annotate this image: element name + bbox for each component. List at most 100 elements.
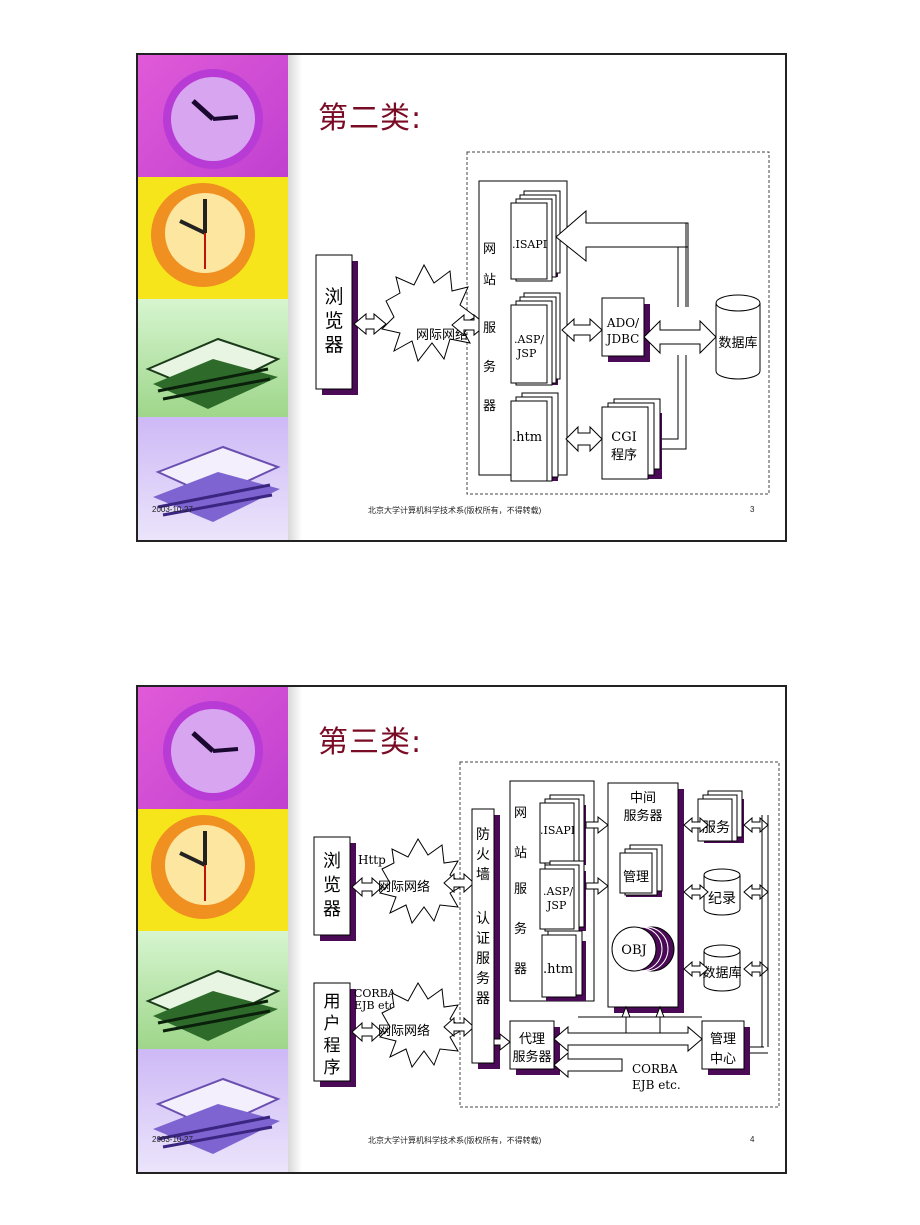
web-server-label: 网 [483, 242, 496, 257]
htm-pages: .htm [510, 392, 559, 482]
svg-text:.ISAPI: .ISAPI [540, 824, 575, 837]
book-image [138, 931, 288, 1049]
book-image [138, 417, 288, 540]
isapi-pages: .ISAPI [539, 794, 586, 866]
proxy-server-box [509, 1020, 555, 1070]
svg-text:序: 序 [324, 1058, 341, 1078]
svg-text:程: 程 [324, 1036, 341, 1056]
svg-text:代理: 代理 [519, 1032, 545, 1047]
request-arrow [555, 209, 689, 263]
svg-text:纪录: 纪录 [708, 891, 736, 907]
clock-image [138, 177, 288, 299]
connector-lines [578, 1016, 702, 1033]
svg-text:.htm: .htm [543, 962, 573, 977]
internet-cloud [381, 263, 477, 363]
user-program-box [313, 982, 351, 1082]
svg-text:器: 器 [514, 962, 527, 977]
asp-pages: .ASP/ JSP [539, 860, 586, 932]
web-server-label: 服 [483, 321, 496, 336]
svg-text:数据库: 数据库 [702, 965, 741, 981]
svg-text:JSP: JSP [516, 347, 537, 360]
svg-text:服务器: 服务器 [623, 808, 662, 824]
book-image [138, 1049, 288, 1172]
corba-label: CORBA [632, 1062, 678, 1076]
browser-label: 器 [324, 334, 343, 356]
svg-text:ADO/: ADO/ [606, 316, 640, 330]
decorative-image-strip [138, 687, 288, 1172]
svg-text:认: 认 [476, 911, 490, 927]
mgmt-center-box [701, 1020, 745, 1070]
arrow [493, 1032, 511, 1052]
svg-text:务: 务 [476, 971, 490, 987]
svg-text:.ASP/: .ASP/ [543, 885, 573, 898]
svg-text:用: 用 [324, 992, 341, 1012]
database-cylinder: 数据库 [702, 944, 742, 992]
htm-pages: .htm [541, 930, 586, 1001]
svg-text:中间: 中间 [630, 791, 656, 806]
browser-label: 浏 [324, 286, 343, 308]
svg-text:.htm: .htm [512, 430, 542, 445]
svg-text:墙: 墙 [476, 867, 490, 883]
asp-pages: .ASP/ JSP [510, 292, 561, 386]
clock-image [138, 55, 288, 177]
double-arrow [351, 876, 383, 898]
svg-text:管理: 管理 [623, 870, 649, 885]
svg-text:站: 站 [514, 846, 527, 861]
strip-divider [288, 55, 302, 540]
connector-lines [738, 815, 769, 1054]
svg-text:.ASP/: .ASP/ [514, 333, 544, 346]
double-arrow [553, 1005, 703, 1079]
svg-text:户: 户 [324, 1014, 341, 1034]
svg-text:管理: 管理 [710, 1032, 736, 1047]
svg-text:浏: 浏 [323, 851, 341, 872]
svg-text:数据库: 数据库 [718, 335, 757, 351]
architecture-diagram: 浏 览 器 网际网络 网 站 服 务 器 .ISAPI [315, 151, 770, 495]
double-arrow [643, 319, 717, 355]
svg-text:防: 防 [476, 827, 490, 843]
architecture-diagram: 浏 览 器 Http 网际网络 用 户 程 序 CORBA EJB etc 网际… [313, 761, 780, 1108]
svg-text:器: 器 [323, 899, 341, 920]
svg-text:JDBC: JDBC [605, 332, 640, 346]
svg-text:火: 火 [476, 847, 490, 863]
slide-3: 第二类: 浏 览 器 网际网络 网 站 服 务 器 [136, 53, 787, 542]
isapi-pages: .ISAPI [510, 190, 561, 282]
internet-cloud [379, 982, 465, 1069]
manage-pages: 管理 [619, 844, 663, 897]
footer-date: 2003-10-27 [152, 505, 193, 514]
corba-label: EJB etc. [632, 1078, 681, 1092]
record-cylinder: 纪录 [703, 868, 741, 916]
slide-title: 第三类: [318, 725, 423, 760]
service-pages: 服务 [697, 790, 744, 843]
arrow [585, 815, 609, 896]
firewall-auth-box [471, 808, 495, 1064]
svg-text:证: 证 [476, 931, 490, 947]
footer-page-number: 4 [750, 1135, 755, 1144]
svg-text:网: 网 [514, 806, 527, 821]
corba-label: EJB etc [354, 999, 395, 1012]
footer-date: 2003-10-27 [152, 1135, 193, 1144]
internet-label: 网际网络 [378, 1023, 430, 1039]
cgi-box: CGI 程序 [601, 398, 662, 480]
footer-copyright: 北京大学计算机科学技术系(版权所有，不得转载) [368, 506, 542, 515]
svg-text:.ISAPI: .ISAPI [512, 238, 547, 251]
server-zone-boundary [459, 761, 780, 1108]
browser-label: 览 [324, 310, 343, 332]
book-image [138, 299, 288, 417]
slide-4: 第三类: 浏 览 器 Http 网际网络 用 户 程 序 CORBA EJB e… [136, 685, 787, 1174]
double-arrow [351, 1021, 383, 1043]
http-label: Http [358, 853, 386, 867]
clock-image [138, 809, 288, 931]
connector-lines [662, 223, 689, 450]
svg-text:服务器: 服务器 [512, 1049, 551, 1065]
slide-title: 第二类: [318, 101, 423, 136]
svg-text:CGI: CGI [611, 430, 636, 445]
svg-text:服: 服 [514, 882, 527, 897]
ado-box [601, 297, 645, 357]
footer-page-number: 3 [750, 505, 755, 514]
double-arrow [561, 317, 603, 343]
web-server-label: 务 [483, 359, 496, 375]
decorative-image-strip [138, 55, 288, 540]
svg-text:器: 器 [476, 991, 490, 1007]
browser-box [313, 836, 351, 936]
svg-text:程序: 程序 [611, 448, 637, 463]
